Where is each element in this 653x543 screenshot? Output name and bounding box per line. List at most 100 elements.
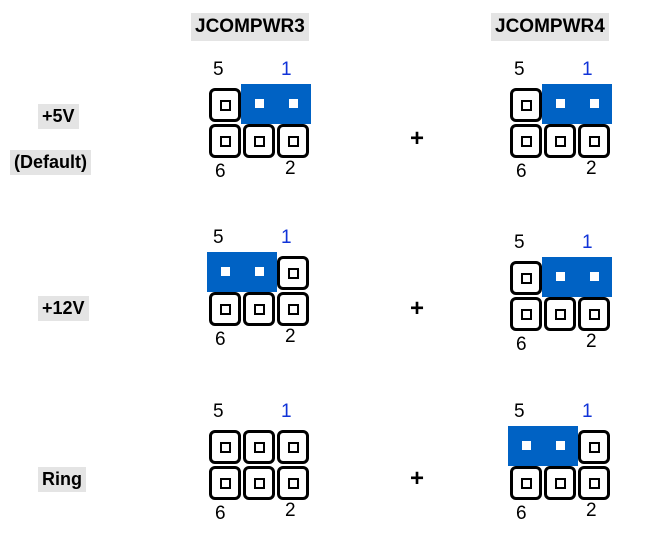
row-label-12v: +12V (38, 296, 89, 331)
jcompwr4-12v-label-5: 5 (514, 232, 525, 253)
jcompwr3-12v-label-5: 5 (213, 227, 224, 248)
jcompwr4-ring-pin-bottom-1 (544, 466, 576, 500)
jcompwr3-12v-pin-bottom-0-contact (220, 304, 231, 315)
jcompwr4-5v-pin-bottom-0-contact (521, 136, 532, 147)
row-label-5v-line2: (Default) (10, 150, 91, 175)
jcompwr4-ring-pin-bottom-2-contact (589, 478, 600, 489)
jcompwr3-ring-pin-bottom-0-contact (220, 478, 231, 489)
jcompwr4-ring-label-6: 6 (516, 503, 527, 524)
jcompwr4-12v-label-2: 2 (586, 331, 597, 352)
jcompwr4-5v-pin-bottom-0 (510, 124, 542, 158)
jcompwr3-ring-label-6: 6 (215, 503, 226, 524)
jcompwr4-5v-pin-bottom-1 (544, 124, 576, 158)
jcompwr3-ring-pin-top-0 (209, 430, 241, 464)
jcompwr3-5v-pin-bottom-0 (209, 124, 241, 158)
jcompwr3-5v-label-6: 6 (215, 161, 226, 182)
jcompwr3-12v-pin-top-2 (277, 256, 309, 290)
jcompwr3-ring-pin-top-2 (277, 430, 309, 464)
jcompwr3-ring-pin-bottom-1-contact (254, 478, 265, 489)
jcompwr3-ring-label-1: 1 (281, 401, 292, 422)
jcompwr3-12v-pin-top-2-contact (288, 268, 299, 279)
row-label-default: (Default) (10, 150, 91, 185)
jcompwr4-5v-jumper-cap (542, 84, 612, 124)
jumper-jcompwr4-5v: 5 1 6 2 (510, 59, 612, 192)
jcompwr4-12v-pin-bottom-1-contact (555, 309, 566, 320)
plus-sign-row-2: + (410, 295, 425, 322)
jcompwr3-12v-pin-bottom-0 (209, 292, 241, 326)
jcompwr3-5v-label-1: 1 (281, 59, 292, 80)
plus-sign-row-1: + (410, 125, 425, 152)
jcompwr3-ring-pin-bottom-2 (277, 466, 309, 500)
jcompwr4-12v-jumper-cap-pin-contact (590, 272, 599, 281)
jcompwr3-5v-pin-bottom-1-contact (254, 136, 265, 147)
jcompwr4-5v-label-1: 1 (582, 59, 593, 80)
jcompwr4-12v-pin-top-0 (510, 261, 542, 295)
jcompwr4-5v-pin-bottom-2-contact (589, 136, 600, 147)
jcompwr4-5v-label-6: 6 (516, 161, 527, 182)
jcompwr3-ring-pin-top-0-contact (220, 442, 231, 453)
jumper-jcompwr3-5v: 5 1 6 2 (209, 59, 311, 192)
jcompwr3-5v-jumper-cap-pin-contact (255, 99, 264, 108)
jcompwr3-ring-pin-bottom-1 (243, 466, 275, 500)
jcompwr4-5v-label-5: 5 (514, 59, 525, 80)
row-label-12v-text: +12V (38, 296, 89, 321)
jcompwr3-ring-pin-bottom-2-contact (288, 478, 299, 489)
jcompwr4-ring-pin-bottom-0-contact (521, 478, 532, 489)
row-label-5v-line1: +5V (38, 104, 79, 129)
jcompwr4-5v-pin-bottom-1-contact (555, 136, 566, 147)
jcompwr4-12v-label-1: 1 (582, 232, 593, 253)
jcompwr4-ring-label-5: 5 (514, 401, 525, 422)
row-label-ring: Ring (38, 467, 86, 502)
jcompwr3-ring-pin-top-1 (243, 430, 275, 464)
jcompwr3-ring-label-2: 2 (285, 500, 296, 521)
jcompwr4-12v-pin-bottom-1 (544, 297, 576, 331)
jcompwr4-ring-label-1: 1 (582, 401, 593, 422)
jumper-jcompwr3-ring: 5 1 6 2 (209, 402, 309, 534)
jcompwr4-5v-pin-top-0-contact (521, 100, 532, 111)
jcompwr4-12v-jumper-cap (542, 257, 612, 297)
jcompwr4-ring-jumper-cap (508, 426, 578, 466)
jcompwr3-ring-label-5: 5 (213, 401, 224, 422)
jcompwr3-5v-label-5: 5 (213, 59, 224, 80)
jcompwr4-12v-jumper-cap-pin-contact (556, 272, 565, 281)
header-jcompwr3: JCOMPWR3 (191, 13, 309, 41)
jcompwr4-ring-jumper-cap-pin-contact (522, 441, 531, 450)
jcompwr4-12v-label-6: 6 (516, 334, 527, 355)
jcompwr3-12v-pin-bottom-2-contact (288, 304, 299, 315)
jcompwr3-12v-label-2: 2 (285, 326, 296, 347)
jcompwr3-12v-label-1: 1 (281, 227, 292, 248)
jcompwr4-5v-jumper-cap-pin-contact (556, 99, 565, 108)
jcompwr3-ring-pin-top-2-contact (288, 442, 299, 453)
jcompwr4-12v-pin-bottom-2 (578, 297, 610, 331)
jcompwr3-5v-jumper-cap-pin-contact (289, 99, 298, 108)
jcompwr4-ring-pin-bottom-0 (510, 466, 542, 500)
jcompwr3-ring-pin-bottom-0 (209, 466, 241, 500)
jcompwr4-12v-pin-bottom-2-contact (589, 309, 600, 320)
jcompwr4-ring-pin-bottom-2 (578, 466, 610, 500)
jcompwr3-5v-jumper-cap (241, 84, 311, 124)
jumper-jcompwr4-12v: 5 1 6 2 (510, 232, 612, 365)
jcompwr4-12v-pin-bottom-0-contact (521, 309, 532, 320)
jcompwr3-12v-pin-bottom-2 (277, 292, 309, 326)
jcompwr3-5v-pin-bottom-2 (277, 124, 309, 158)
jcompwr3-12v-jumper-cap-pin-contact (255, 267, 264, 276)
jcompwr3-5v-pin-top-0-contact (220, 100, 231, 111)
jcompwr3-5v-pin-top-0 (209, 88, 241, 122)
jcompwr4-5v-pin-top-0 (510, 88, 542, 122)
jcompwr4-12v-pin-bottom-0 (510, 297, 542, 331)
row-label-ring-text: Ring (38, 467, 86, 492)
jcompwr3-12v-jumper-cap-pin-contact (221, 267, 230, 276)
jcompwr3-12v-jumper-cap (207, 252, 277, 292)
jcompwr3-5v-pin-bottom-0-contact (220, 136, 231, 147)
jcompwr4-5v-label-2: 2 (586, 158, 597, 179)
jcompwr4-ring-pin-top-2-contact (589, 442, 600, 453)
jcompwr3-12v-pin-bottom-1 (243, 292, 275, 326)
jcompwr3-5v-label-2: 2 (285, 158, 296, 179)
jcompwr4-5v-pin-bottom-2 (578, 124, 610, 158)
jcompwr3-5v-pin-bottom-1 (243, 124, 275, 158)
jcompwr4-ring-jumper-cap-pin-contact (556, 441, 565, 450)
row-label-5v: +5V (38, 104, 79, 139)
jcompwr3-5v-pin-bottom-2-contact (288, 136, 299, 147)
